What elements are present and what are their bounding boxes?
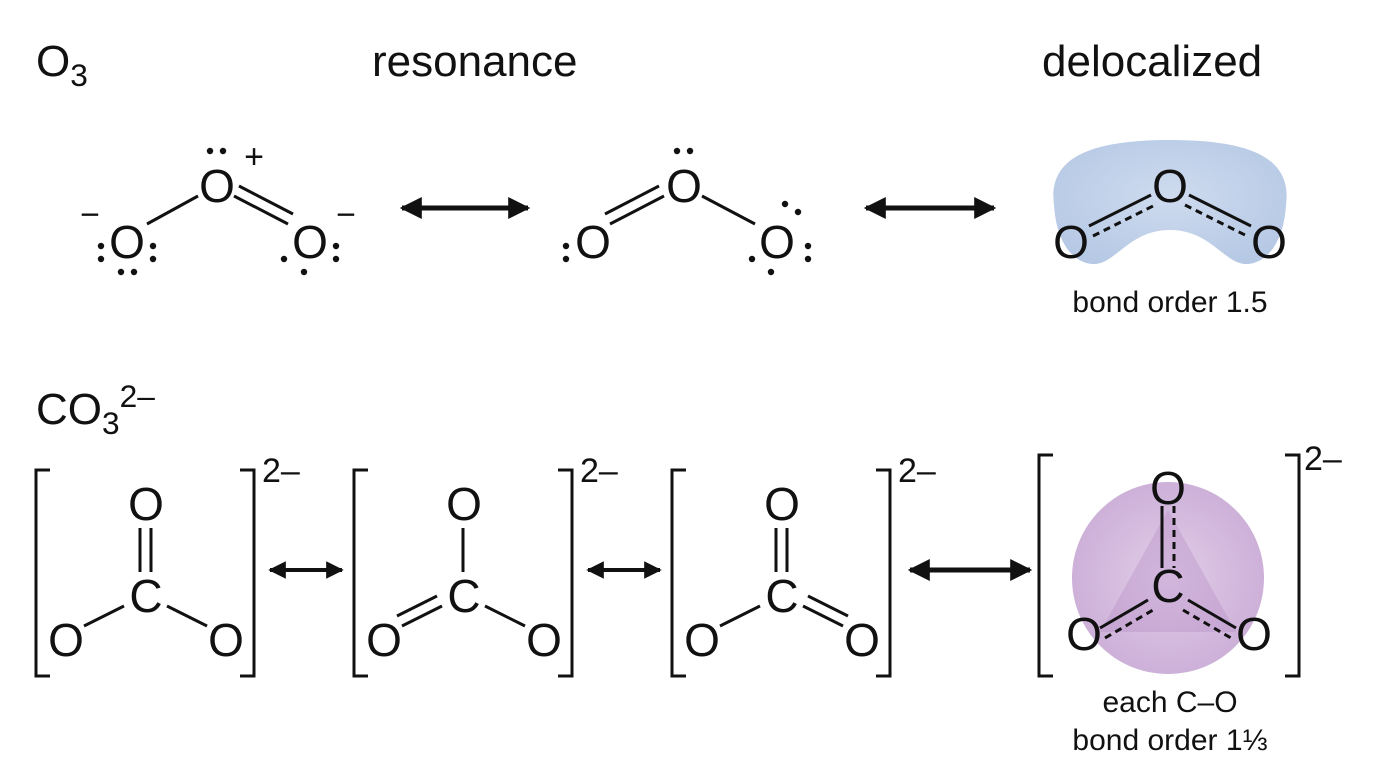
oxygen-atom: O	[109, 216, 145, 268]
oxygen-atom: O	[48, 614, 84, 666]
oxygen-atom: O	[684, 614, 720, 666]
double-bond-line-a	[233, 194, 289, 226]
left-bracket	[1037, 453, 1053, 678]
carbonate-structure-2	[352, 468, 574, 678]
negative-charge: −	[336, 196, 356, 234]
carbon-atom: C	[129, 570, 162, 622]
double-bond-line-a	[609, 194, 665, 226]
single-bond	[83, 604, 125, 628]
carbonate-caption-line2: bond order 1⅓	[1072, 724, 1268, 757]
dianion-charge: 2–	[580, 452, 618, 490]
ozone-symbol: O	[36, 37, 71, 86]
oxygen-atom: O	[208, 614, 244, 666]
resonance-heading: resonance	[372, 37, 578, 86]
lone-pairs	[562, 147, 812, 276]
partial-bond-solid	[1088, 193, 1152, 228]
carbonate-subscript: 3	[102, 405, 120, 442]
triangle-cloud	[1100, 510, 1236, 632]
right-bracket	[1285, 453, 1301, 678]
partial-bond-dashed	[1182, 608, 1232, 640]
carbonate-delocalized: O C O O 2–	[1037, 440, 1342, 678]
single-bond	[146, 194, 199, 226]
right-bracket	[558, 468, 574, 678]
right-bracket	[240, 468, 256, 678]
delocalized-heading: delocalized	[1042, 37, 1263, 86]
ozone-bond-order-caption: bond order 1.5	[1072, 286, 1268, 319]
ozone-structure-1: O O O − + −	[80, 138, 356, 276]
carbonate-structure-3	[670, 468, 892, 678]
oxygen-atom: O	[1251, 216, 1287, 268]
double-bond-line-a	[401, 604, 443, 628]
oxygen-atom: O	[292, 216, 328, 268]
right-bracket	[876, 468, 892, 678]
single-bond	[719, 604, 761, 628]
partial-bond-solid	[1188, 193, 1252, 228]
dianion-charge: 2–	[898, 452, 936, 490]
oxygen-atom: O	[575, 216, 611, 268]
carbonate-formula: CO32–	[36, 380, 155, 439]
double-bond-line-b	[807, 594, 849, 618]
left-bracket	[670, 468, 686, 678]
electron-cloud	[1053, 140, 1287, 265]
oxygen-atom: O	[526, 614, 562, 666]
carbonate-charge: 2–	[119, 377, 155, 414]
positive-charge: +	[244, 138, 264, 176]
partial-bond-solid	[1099, 598, 1149, 630]
carbonate-structure-1	[34, 468, 256, 678]
dianion-charge: 2–	[262, 452, 300, 490]
carbonate-symbol: CO	[36, 385, 102, 434]
double-bond-line-b	[396, 594, 438, 618]
dianion-charge: 2–	[1304, 440, 1342, 478]
double-bond-line-b	[238, 184, 294, 216]
oxygen-atom: O	[199, 160, 235, 212]
oxygen-atom: O	[1150, 462, 1186, 514]
oxygen-atom: O	[1066, 608, 1102, 660]
double-bond-line-a	[802, 604, 844, 628]
oxygen-atom: O	[844, 614, 880, 666]
left-bracket	[34, 468, 50, 678]
left-bracket	[352, 468, 368, 678]
carbonate-caption-line1: each C–O	[1102, 686, 1238, 719]
ozone-structure-2: O O O	[562, 147, 812, 276]
oxygen-atom: O	[1053, 216, 1089, 268]
ozone-formula: O3	[36, 37, 88, 91]
partial-bond-solid	[1187, 598, 1237, 630]
carbon-atom: C	[765, 570, 798, 622]
double-bond-line-b	[604, 184, 660, 216]
carbon-atom: C	[1151, 560, 1184, 612]
oxygen-atom: O	[446, 478, 482, 530]
electron-cloud	[1072, 482, 1264, 674]
lone-pairs	[97, 147, 340, 276]
partial-bond-dashed	[1104, 608, 1154, 640]
single-bond	[701, 194, 756, 226]
ozone-subscript: 3	[70, 57, 88, 94]
oxygen-atom: O	[759, 216, 795, 268]
oxygen-atom: O	[1152, 160, 1188, 212]
carbon-atom: C	[447, 570, 480, 622]
oxygen-atom: O	[764, 478, 800, 530]
oxygen-atom: O	[1236, 608, 1272, 660]
ozone-delocalized: O O O	[1053, 140, 1287, 268]
oxygen-atom: O	[128, 478, 164, 530]
oxygen-atom: O	[366, 614, 402, 666]
single-bond	[484, 604, 526, 628]
single-bond	[166, 604, 208, 628]
negative-charge: −	[80, 196, 100, 234]
oxygen-atom: O	[666, 160, 702, 212]
